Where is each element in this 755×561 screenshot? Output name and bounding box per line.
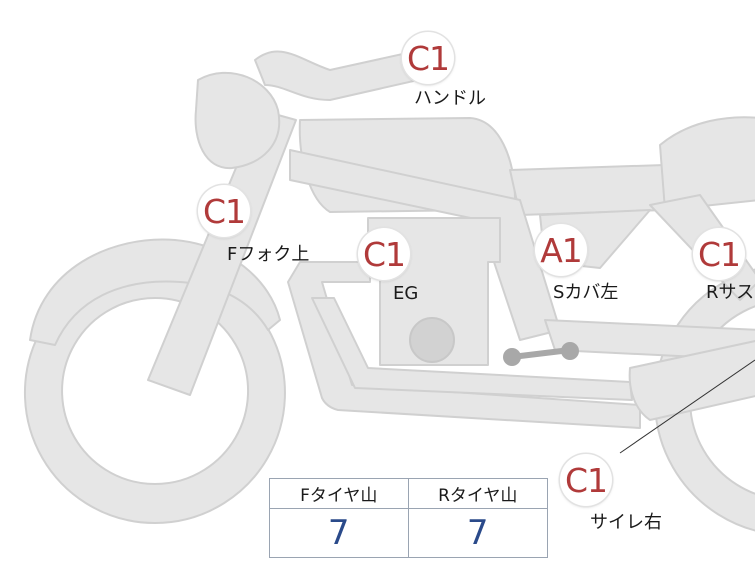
grade-badge-side-cover-left: A1 xyxy=(535,224,587,276)
front-fork xyxy=(147,109,297,396)
grade-badge-handle: C1 xyxy=(402,32,454,84)
muffler xyxy=(628,340,755,421)
part-label-muffler-right: サイレ右 xyxy=(590,512,662,533)
part-label-rear-suspension: Rサス xyxy=(706,282,755,303)
part-label-handle: ハンドル xyxy=(414,88,486,109)
foot-peg-left xyxy=(503,348,521,366)
frame xyxy=(289,149,561,341)
leader-line xyxy=(619,359,755,454)
grade-badge-rear-suspension: C1 xyxy=(693,228,745,280)
grade-badge-engine: C1 xyxy=(358,228,410,280)
swing-arm xyxy=(544,319,755,361)
rear-tire-tread-header: Rタイヤ山 xyxy=(408,479,547,509)
front-tire-tread-header: Fタイヤ山 xyxy=(270,479,409,509)
tire-tread-table: Fタイヤ山 Rタイヤ山 7 7 xyxy=(269,478,548,558)
part-label-side-cover-left: Sカバ左 xyxy=(553,282,619,303)
foot-peg xyxy=(509,347,573,360)
front-tire-tread-value: 7 xyxy=(270,509,409,557)
seat xyxy=(509,164,666,216)
engine-cover xyxy=(409,317,455,363)
part-label-engine: EG xyxy=(393,283,419,304)
grade-badge-muffler-right: C1 xyxy=(560,454,612,506)
foot-peg-right xyxy=(561,342,579,360)
part-label-fork-top: Fフォク上 xyxy=(227,244,310,265)
headlight xyxy=(194,71,281,170)
rear-tire-tread-value: 7 xyxy=(466,513,489,553)
rear-cowl xyxy=(659,116,755,211)
grade-badge-fork-top: C1 xyxy=(198,185,250,237)
